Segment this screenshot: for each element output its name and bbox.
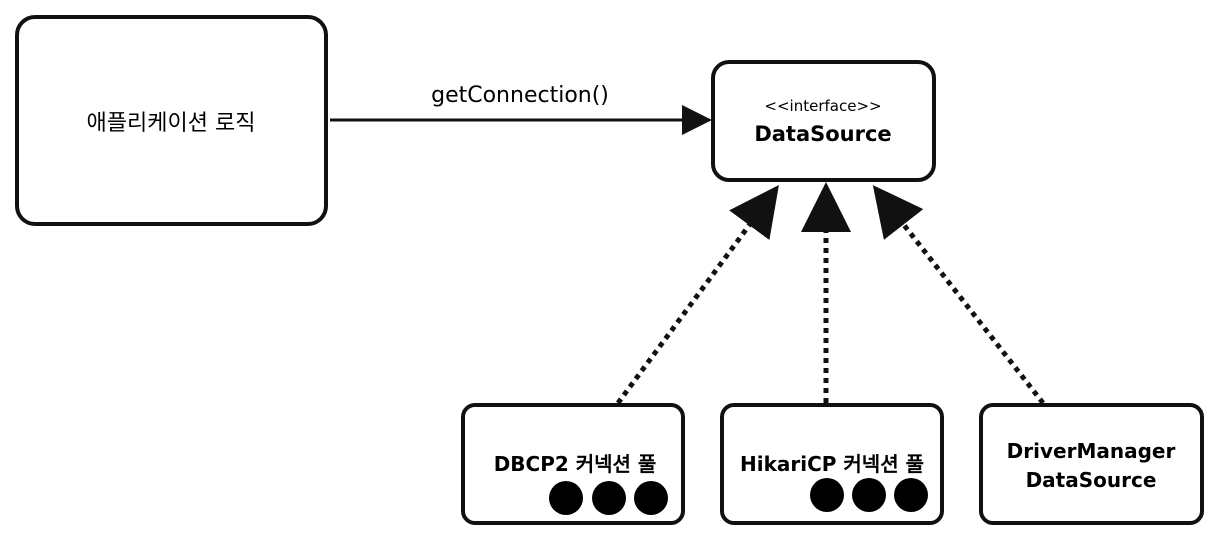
app-logic-label: 애플리케이션 로직 [87,111,256,136]
datasource-box [711,60,936,182]
dbcp2-impl-arrow [615,184,779,405]
hikaricp-pool-connection [852,478,886,512]
datasource-node: <<interface>> DataSource [711,60,936,182]
dbcp2-label: DBCP2 커넥션 풀 [494,452,657,476]
get-connection-edge: getConnection() [330,83,712,135]
driver-manager-label-line2: DataSource [1026,468,1157,492]
app-logic-box [15,15,328,226]
hikaricp-pool-connection [810,478,844,512]
get-connection-label: getConnection() [431,83,609,108]
driver-manager-node: DriverManager DataSource [979,403,1204,525]
hikaricp-box [720,403,944,525]
driver-manager-label-line1: DriverManager [1007,439,1176,463]
dbcp2-pool-connection [592,481,626,515]
dbcp2-pool-connection [634,481,668,515]
datasource-label: DataSource [754,122,891,146]
driver-manager-impl-arrow [872,185,1045,405]
hikaricp-label: HikariCP 커넥션 풀 [740,452,924,476]
app-logic-node: 애플리케이션 로직 [15,15,328,226]
dbcp2-pool-connection [549,481,583,515]
hikaricp-node: HikariCP 커넥션 풀 [720,403,944,525]
dbcp2-box [461,403,685,525]
datasource-stereotype: <<interface>> [764,97,881,115]
hikaricp-pool-connection [894,478,928,512]
driver-manager-box [979,403,1204,525]
dbcp2-node: DBCP2 커넥션 풀 [461,403,685,525]
